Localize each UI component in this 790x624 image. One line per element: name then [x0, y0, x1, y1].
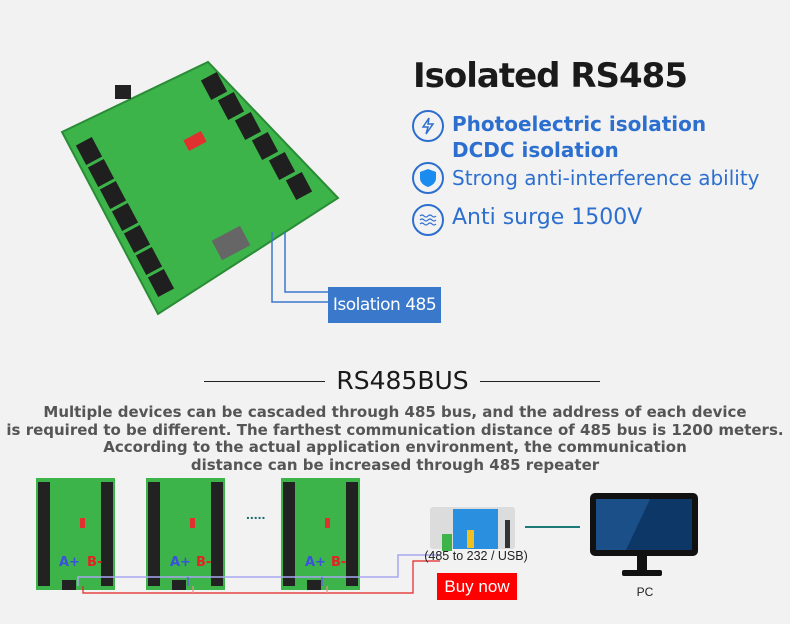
buy-now-button[interactable]: Buy now	[437, 573, 517, 600]
pc-monitor-icon	[590, 493, 698, 576]
bus-description: Multiple devices can be cascaded through…	[0, 403, 790, 474]
pc-label: PC	[636, 585, 654, 599]
converter-device	[430, 507, 515, 551]
terminal-b-label: B-	[331, 555, 347, 570]
terminal-a-label: A+	[59, 555, 80, 570]
feature-anti-interference: Strong anti-interference ability	[452, 166, 760, 190]
description-line: According to the actual application envi…	[103, 438, 687, 456]
feature-dcdc: DCDC isolation	[452, 138, 619, 162]
section-title: RS485BUS	[336, 366, 469, 395]
isolation-485-callout: Isolation 485	[328, 287, 441, 323]
page-title: Isolated RS485	[413, 56, 688, 96]
description-line: Multiple devices can be cascaded through…	[43, 403, 747, 421]
shield-icon	[412, 162, 444, 194]
divider-right	[480, 381, 600, 382]
terminal-b-label: B-	[196, 555, 212, 570]
feature-photoelectric: Photoelectric isolation	[452, 112, 707, 136]
terminal-a-label: A+	[170, 555, 191, 570]
bus-diagram	[36, 478, 698, 594]
terminal-a-label: A+	[305, 555, 326, 570]
small-board	[36, 478, 360, 590]
converter-label: (485 to 232 / USB)	[424, 549, 528, 563]
terminal-b-label: B-	[87, 555, 103, 570]
divider-left	[204, 381, 325, 382]
description-line: is required to be different. The farthes…	[6, 420, 784, 439]
description-line: distance can be increased through 485 re…	[190, 455, 600, 474]
feature-anti-surge: Anti surge 1500V	[452, 205, 643, 230]
relay-board-image	[60, 60, 340, 316]
surge-waves-icon	[412, 204, 444, 236]
lightning-icon	[412, 110, 444, 142]
more-devices-ellipsis: .....	[246, 506, 266, 522]
